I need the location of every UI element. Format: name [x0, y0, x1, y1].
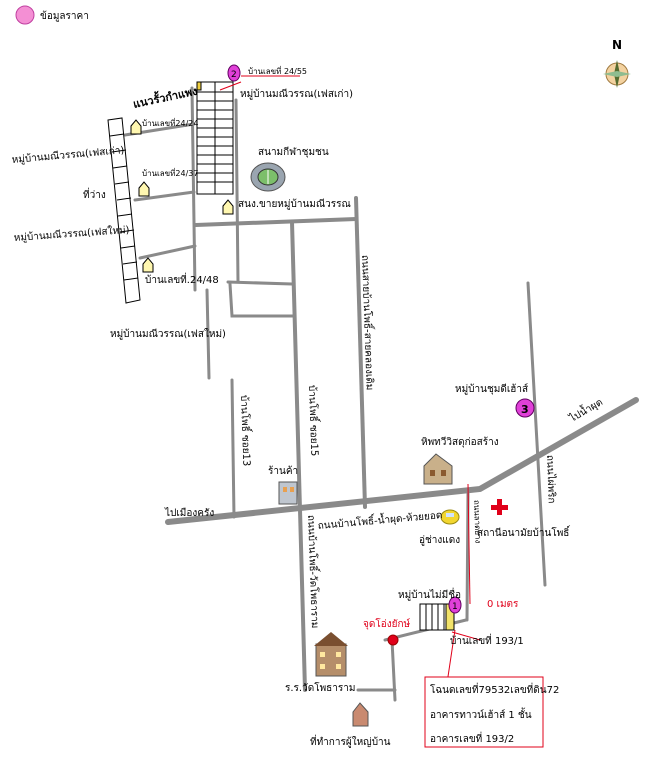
- label-house-24-24: บ้านเลขที่24/24: [142, 117, 198, 128]
- road-left-vertical: [205, 288, 211, 380]
- main-road: [165, 397, 639, 525]
- label-zero-meter: 0 เมตร: [487, 599, 519, 610]
- legend: ข้อมูลราคา: [15, 5, 89, 25]
- stadium-icon: [250, 162, 286, 192]
- label-stadium: สนามกีฬาชุมชน: [258, 146, 329, 158]
- label-garage: อู่ช่างแดง: [419, 535, 460, 546]
- hospital-cross-icon: [491, 499, 508, 515]
- label-hiptawee: หิพทวีวิสดุก่อสร้าง: [421, 436, 499, 448]
- label-soi13: บ้านโพธิ์ ซอย13: [238, 395, 254, 467]
- label-house-24-55: บ้านเลขที่ 24/55: [248, 65, 307, 76]
- road-top-link: [226, 280, 294, 286]
- townhouse-block-left: [107, 117, 141, 304]
- price-marker-2[interactable]: 2: [227, 64, 241, 82]
- property-info-box: โฉนดเลขที่79532เลขที่ดิน72 อาคารทาวน์เฮ้…: [424, 676, 559, 748]
- sales-office-icon: [222, 199, 234, 215]
- label-main-road: ถนนบ้านโพธิ์-น้ำผุด-ห้วยยอด: [317, 507, 443, 532]
- label-village-chumdi: หมู่บ้านชุมดีเฮ้าส์: [455, 383, 528, 395]
- road-network: [123, 86, 639, 702]
- label-road-maiphrik: ถนนไผ่พริก: [544, 455, 558, 504]
- label-village-old-top: หมู่บ้านมณีวรรณ(เฟสเก่า): [240, 88, 353, 100]
- label-village-old-left: หมู่บ้านมณีวรรณ(เฟสเก่า): [11, 144, 125, 166]
- label-vacant: ที่ว่าง: [83, 187, 106, 201]
- price-marker-1[interactable]: 1: [448, 596, 462, 614]
- road-house-48: [138, 244, 197, 260]
- road-house-37: [133, 190, 196, 202]
- label-landmark: จุดโอ่งยักษ์: [363, 617, 411, 630]
- house-icon: [142, 257, 154, 273]
- townhouse-block-top: [196, 81, 234, 195]
- compass-label: N: [612, 38, 622, 52]
- office-icon: [352, 702, 369, 727]
- marker-number: 3: [521, 403, 529, 416]
- label-health-center: สถานีอนามัยบ้านโพธิ์: [477, 525, 571, 539]
- store-icon: [278, 481, 298, 505]
- house-icon: [130, 119, 142, 135]
- legend-label: ข้อมูลราคา: [40, 10, 89, 22]
- house-icon: [138, 181, 150, 197]
- label-school: ร.ร.วัดโพธาราม: [285, 681, 355, 694]
- car-icon: [440, 509, 460, 525]
- road-left-lane: [190, 86, 197, 292]
- road-village-east: [465, 491, 470, 622]
- marker-number: 2: [231, 70, 237, 80]
- label-village-nameless: หมู่บ้านไม่มีชื่อ: [398, 587, 461, 601]
- info-line-3: อาคารเลขที่ 193/2: [430, 731, 514, 745]
- road-top-link-down: [228, 282, 295, 318]
- label-house-24-48: บ้านเลขที่.24/48: [145, 272, 219, 286]
- road-wat: [298, 508, 307, 692]
- marker-number: 1: [452, 602, 458, 612]
- legend-swatch-icon: [15, 5, 35, 25]
- road-saikhlong: [354, 196, 367, 509]
- label-soi15: บ้านโพธิ์ ซอย15: [306, 385, 322, 457]
- label-house-193-1: บ้านเลขที่ 193/1: [450, 633, 524, 647]
- label-road-small: ถนนลาดยาง: [472, 500, 483, 544]
- label-sales-office: สนง.ขายหมู่บ้านมณีวรรณ: [238, 198, 351, 210]
- road-top-vertical: [234, 98, 240, 284]
- label-to-muangkrang: ไปเมืองครัง: [164, 507, 214, 519]
- school-icon: [314, 632, 348, 677]
- road-soi13: [230, 378, 236, 519]
- compass-icon: N: [603, 38, 631, 88]
- landmark-dot-icon: [387, 634, 399, 646]
- info-line-1: โฉนดเลขที่79532เลขที่ดิน72: [430, 682, 559, 696]
- label-village-new-left: หมู่บ้านมณีวรรณ(เฟสใหม่): [13, 224, 130, 244]
- price-marker-3[interactable]: 3: [515, 398, 535, 418]
- label-village-new-bottom: หมู่บ้านมณีวรรณ(เฟสใหม่): [110, 328, 226, 340]
- info-line-2: อาคารทาวน์เฮ้าส์ 1 ชั้น: [430, 707, 532, 721]
- label-house-24-37: บ้านเลขที่24/37: [142, 167, 198, 178]
- label-wall: แนวรั้วกำแพง: [132, 83, 199, 111]
- label-headman-office: ที่ทำการผู้ใหญ่บ้าน: [310, 734, 391, 748]
- label-store: ร้านค้า: [268, 465, 298, 477]
- townhouse-block-south: [419, 603, 455, 631]
- road-soi15: [290, 220, 302, 512]
- road-maiphrik: [526, 281, 547, 587]
- construction-store-icon: [423, 453, 453, 485]
- road-top-horizontal: [194, 217, 358, 227]
